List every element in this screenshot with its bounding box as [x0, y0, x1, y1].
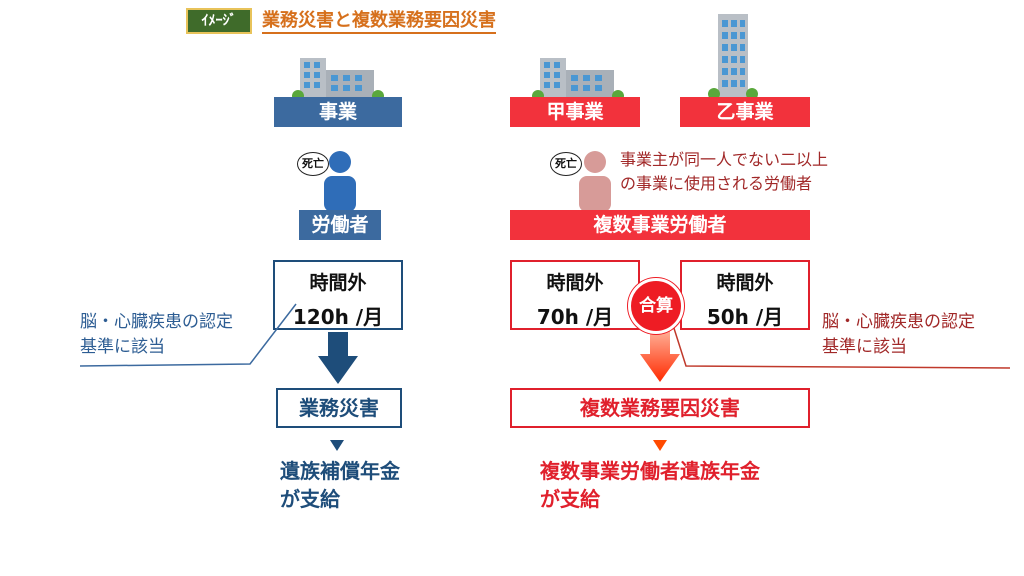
note-line: の事業に使用される労働者 — [620, 174, 813, 193]
multi-result-box: 複数業務要因災害 — [510, 388, 810, 428]
worker-figure-icon — [579, 151, 611, 212]
overtime-a-box: 時間外 70h /月 — [510, 260, 640, 330]
grant-line: 遺族補償年金 — [280, 459, 400, 483]
worker-label: 労働者 — [299, 210, 381, 240]
down-arrow-icon — [640, 330, 680, 382]
left-callout-line — [79, 303, 297, 367]
overtime-value: 50h /月 — [706, 305, 784, 329]
overtime-value: 120h /月 — [292, 305, 384, 329]
criteria-line: 脳・心臓疾患の認定 — [80, 312, 233, 332]
grant-line: が支給 — [280, 487, 340, 511]
overtime-value: 70h /月 — [536, 305, 614, 329]
left-grant-text: 遺族補償年金 が支給 — [280, 457, 400, 513]
sum-badge: 合算 — [628, 278, 684, 334]
business-a-label: 甲事業 — [510, 97, 640, 127]
multi-worker-label: 複数事業労働者 — [510, 210, 810, 240]
death-tag: 死亡 — [550, 152, 582, 176]
note-line: 事業主が同一人でない二以上 — [620, 150, 829, 169]
right-grant-text: 複数事業労働者遺族年金 が支給 — [540, 457, 760, 513]
small-arrow-icon — [653, 440, 667, 451]
page-title: 業務災害と複数業務要因災害 — [262, 8, 496, 34]
right-criteria-text: 脳・心臓疾患の認定 基準に該当 — [822, 310, 975, 360]
overtime-label: 時間外 — [716, 272, 774, 294]
grant-line: が支給 — [540, 487, 600, 511]
criteria-line: 基準に該当 — [80, 337, 165, 357]
multi-worker-note: 事業主が同一人でない二以上 の事業に使用される労働者 — [620, 148, 828, 196]
left-criteria-text: 脳・心臓疾患の認定 基準に該当 — [80, 310, 233, 360]
right-callout-line — [671, 321, 1011, 369]
overtime-b-box: 時間外 50h /月 — [680, 260, 810, 330]
business-label: 事業 — [274, 97, 402, 127]
overtime-box: 時間外 120h /月 — [273, 260, 403, 330]
worker-figure-icon — [324, 151, 356, 212]
small-arrow-icon — [330, 440, 344, 451]
overtime-label: 時間外 — [546, 272, 604, 294]
result-box: 業務災害 — [276, 388, 402, 428]
death-tag: 死亡 — [297, 152, 329, 176]
image-tag: ｲﾒｰｼﾞ — [186, 8, 252, 34]
building-icon — [292, 58, 384, 102]
down-arrow-icon — [318, 332, 358, 384]
overtime-label: 時間外 — [309, 272, 367, 294]
grant-line: 複数事業労働者遺族年金 — [540, 459, 760, 483]
criteria-line: 脳・心臓疾患の認定 — [822, 312, 975, 332]
building-icon — [532, 58, 624, 102]
criteria-line: 基準に該当 — [822, 337, 907, 357]
business-b-label: 乙事業 — [680, 97, 810, 127]
